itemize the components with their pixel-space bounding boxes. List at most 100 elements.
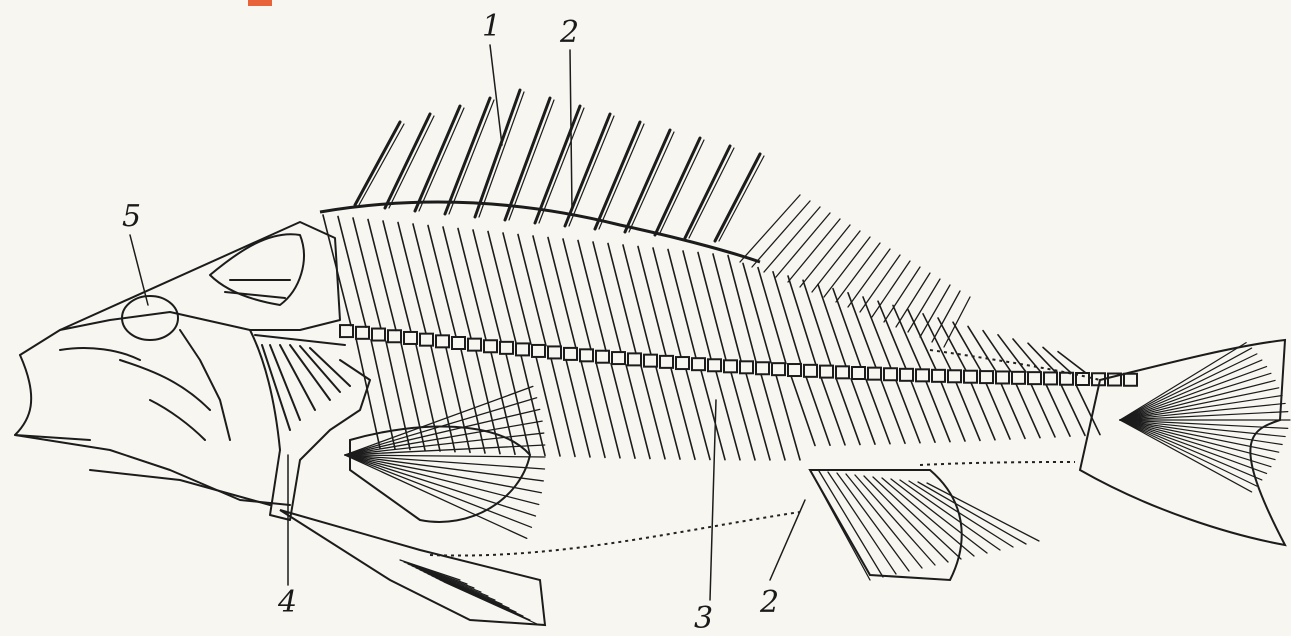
rib <box>521 355 545 455</box>
rib <box>866 379 890 443</box>
neural-spine <box>563 239 591 350</box>
rib <box>731 372 755 460</box>
rib <box>971 383 995 440</box>
neural-spine <box>788 276 816 365</box>
dorsal-spine-edge <box>359 124 404 205</box>
neural-spine <box>578 241 606 352</box>
rib <box>656 367 680 459</box>
neural-spine <box>473 230 501 341</box>
label-5: 5 <box>122 199 141 234</box>
pectoral-fin-outline <box>350 426 530 521</box>
vertebra <box>980 371 993 383</box>
dorsal-ray <box>944 297 970 347</box>
vertebra <box>868 368 881 380</box>
vertebra <box>660 356 673 368</box>
neural-spine <box>833 289 861 368</box>
neural-spine <box>518 235 546 346</box>
dorsal-ray <box>812 231 860 292</box>
dorsal-spine-edge <box>719 156 764 241</box>
vertebra <box>900 369 913 381</box>
caudal-ray <box>1120 420 1267 473</box>
anal-ray <box>927 483 1039 541</box>
rib <box>806 377 830 446</box>
neural-spine <box>743 263 771 362</box>
vertebra <box>372 329 385 341</box>
rib <box>881 380 905 443</box>
caudal-ray <box>1120 388 1279 420</box>
rib <box>776 375 800 460</box>
rib <box>836 378 860 445</box>
vertebra <box>564 348 577 360</box>
vertebra <box>532 345 545 357</box>
neural-spine <box>338 217 366 328</box>
vertebra <box>820 366 833 378</box>
neural-spine <box>1058 352 1086 373</box>
rib <box>956 382 980 440</box>
dorsal-ray <box>764 207 820 272</box>
vertebra <box>884 368 897 380</box>
rib <box>986 383 1010 439</box>
skull <box>15 222 340 505</box>
vertebra <box>932 370 945 382</box>
pelvic-ray <box>400 560 460 580</box>
vertebra <box>836 366 849 378</box>
neural-spine <box>908 310 936 370</box>
rib <box>941 382 965 441</box>
neural-spine <box>773 272 801 365</box>
neural-spine <box>398 223 426 334</box>
rib <box>536 357 560 456</box>
rib <box>746 373 770 460</box>
vertebra <box>388 330 401 342</box>
neural-spine <box>353 218 381 329</box>
rib <box>356 338 380 448</box>
neural-spine <box>878 301 906 369</box>
label-2-bottom: 2 <box>759 585 779 620</box>
neural-spine <box>608 244 636 354</box>
neural-spine <box>413 224 441 335</box>
neural-spine <box>623 245 651 355</box>
neural-spine <box>428 226 456 337</box>
neural-spine <box>548 238 576 349</box>
rib <box>1031 384 1055 437</box>
vertebra <box>404 332 417 344</box>
rib <box>641 366 665 459</box>
vertebral-column <box>340 325 1137 386</box>
vertebra <box>852 367 865 379</box>
corner-mark <box>248 0 272 6</box>
neural-spine <box>443 227 471 338</box>
vertebra <box>548 346 561 358</box>
neural-spine <box>458 229 486 340</box>
vertebra <box>420 334 433 346</box>
vertebra <box>596 351 609 363</box>
rib <box>791 376 815 446</box>
neural-spine <box>713 254 741 361</box>
neural-spine <box>503 233 531 344</box>
vertebra <box>692 358 705 370</box>
vertebra <box>1012 372 1025 384</box>
rib <box>566 360 590 457</box>
pelvic-ray <box>444 582 537 624</box>
neural-spine <box>683 251 711 359</box>
vertebra <box>1044 372 1057 384</box>
rib <box>1061 385 1085 436</box>
dorsal-ray <box>908 279 940 332</box>
vertebra <box>676 357 689 369</box>
anal-ray <box>819 471 883 577</box>
caudal-ray <box>1120 420 1262 480</box>
neural-spine <box>938 318 966 371</box>
dorsal-ray <box>776 213 830 277</box>
neural-spine <box>863 297 891 368</box>
label-4: 4 <box>277 585 297 620</box>
dorsal-ray <box>884 267 920 322</box>
neural-spine <box>848 293 876 368</box>
dorsal-spine <box>715 154 760 241</box>
anal-fin <box>810 470 1039 580</box>
label-3: 3 <box>694 601 713 636</box>
neural-spine <box>653 248 681 357</box>
neural-spine <box>728 256 756 362</box>
vertebra <box>756 362 769 374</box>
vertebra <box>916 369 929 381</box>
vertebra <box>788 364 801 376</box>
vertebra <box>996 371 1009 383</box>
rib <box>386 341 410 449</box>
